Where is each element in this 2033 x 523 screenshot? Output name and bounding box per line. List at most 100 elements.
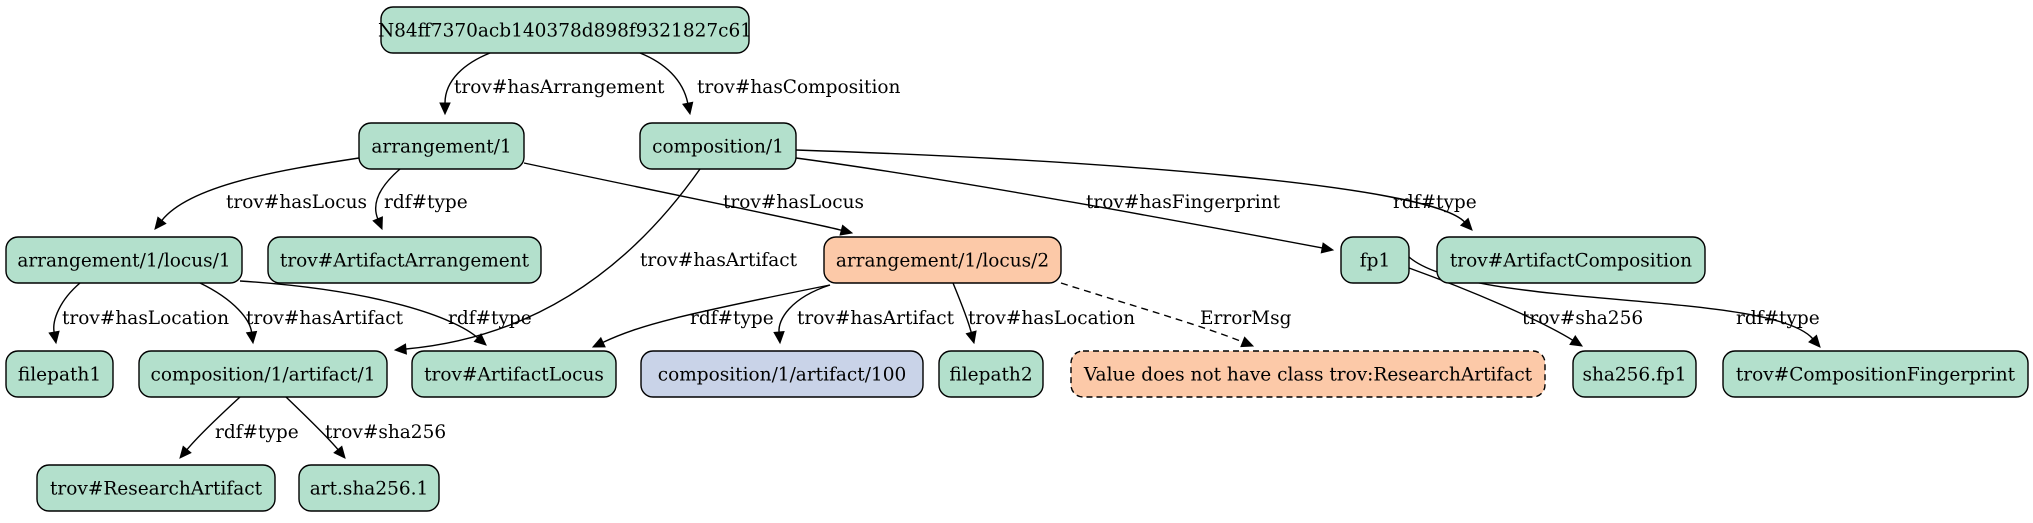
- node-label: trov#ArtifactArrangement: [280, 251, 530, 272]
- edge-line: [375, 168, 401, 220]
- edge-root-to-comp1: trov#hasComposition: [639, 52, 901, 116]
- node-box: [5, 236, 243, 284]
- edge-line: [53, 282, 81, 333]
- edge-line: [523, 162, 842, 231]
- edge-line: [405, 168, 701, 350]
- edge-label: trov#hasArtifact: [640, 250, 798, 271]
- nodes-layer: N84ff7370acb140378d898f9321827c61 arrange…: [5, 6, 2029, 512]
- node-artSha[interactable]: art.sha256.1: [298, 464, 440, 512]
- node-root[interactable]: N84ff7370acb140378d898f9321827c61: [378, 6, 752, 54]
- node-compFp[interactable]: trov#CompositionFingerprint: [1722, 350, 2029, 398]
- arrowhead-icon: [839, 224, 854, 236]
- edge-fp1-to-sha256fp1: trov#sha256: [1408, 267, 1643, 347]
- arrowhead-icon: [591, 336, 606, 348]
- arrowhead-icon: [439, 102, 451, 116]
- node-box: [823, 236, 1062, 284]
- edge-locus1-to-artLocus: rdf#type: [239, 280, 532, 346]
- edge-label: ErrorMsg: [1200, 308, 1292, 329]
- node-artLocus[interactable]: trov#ArtifactLocus: [411, 350, 617, 398]
- node-resArt[interactable]: trov#ResearchArtifact: [36, 464, 276, 512]
- node-art100[interactable]: composition/1/artifact/100: [640, 350, 924, 398]
- edge-root-to-arr1: trov#hasArrangement: [439, 52, 665, 116]
- node-box: [938, 350, 1044, 398]
- node-label: trov#ArtifactComposition: [1450, 251, 1692, 272]
- node-label: filepath2: [949, 365, 1032, 386]
- node-box: [5, 350, 114, 398]
- edge-label: rdf#type: [384, 192, 468, 213]
- node-box: [267, 236, 542, 284]
- node-box: [358, 122, 525, 170]
- edge-locus1-to-art1: trov#hasArtifact: [199, 282, 404, 345]
- edge-line: [639, 52, 689, 104]
- edge-locus2-to-artLocus: rdf#type: [591, 284, 831, 348]
- node-box: [298, 464, 440, 512]
- node-label: sha256.fp1: [1582, 365, 1686, 386]
- edge-arr1-to-locus2: trov#hasLocus: [523, 162, 864, 236]
- edge-comp1-to-fp1: trov#hasFingerprint: [795, 157, 1335, 254]
- node-filepath2[interactable]: filepath2: [938, 350, 1044, 398]
- arrowhead-icon: [773, 331, 785, 345]
- node-sha256fp1[interactable]: sha256.fp1: [1572, 350, 1697, 398]
- node-label: trov#ResearchArtifact: [50, 479, 263, 500]
- edge-art1-to-resArt: rdf#type: [179, 396, 299, 459]
- node-comp1[interactable]: composition/1: [639, 122, 797, 170]
- edge-label: rdf#type: [1736, 308, 1820, 329]
- node-label: fp1: [1360, 251, 1390, 272]
- node-errMsg[interactable]: Value does not have class trov:ResearchA…: [1070, 350, 1546, 398]
- node-locus1[interactable]: arrangement/1/locus/1: [5, 236, 243, 284]
- arrowhead-icon: [1320, 242, 1335, 254]
- node-box: [1070, 350, 1546, 398]
- node-label: trov#ArtifactLocus: [424, 365, 604, 386]
- arrowhead-icon: [179, 445, 192, 459]
- node-label: arrangement/1/locus/1: [17, 251, 230, 272]
- edge-label: trov#hasLocus: [226, 192, 367, 213]
- edge-label: trov#hasComposition: [697, 77, 901, 98]
- edge-art1-to-artSha: trov#sha256: [285, 396, 446, 459]
- arrowhead-icon: [682, 101, 694, 116]
- arrowhead-icon: [1569, 335, 1584, 347]
- node-box: [36, 464, 276, 512]
- node-filepath1[interactable]: filepath1: [5, 350, 114, 398]
- edge-line: [795, 149, 1465, 223]
- edge-label: trov#hasLocation: [968, 308, 1135, 329]
- edge-line: [199, 282, 253, 333]
- arrowhead-icon: [245, 330, 258, 345]
- edge-locus2-to-errMsg: ErrorMsg: [1060, 282, 1292, 348]
- node-label: N84ff7370acb140378d898f9321827c61: [378, 21, 752, 42]
- node-box: [640, 350, 924, 398]
- edge-arr1-to-artArr: rdf#type: [372, 168, 468, 231]
- edge-label: trov#sha256: [1522, 308, 1643, 329]
- edge-comp1-to-artComp: rdf#type: [795, 149, 1477, 231]
- edge-label: trov#hasLocation: [62, 308, 229, 329]
- edge-label: trov#hasArtifact: [246, 308, 404, 329]
- edge-line: [1060, 282, 1244, 343]
- edge-label: trov#hasArtifact: [797, 308, 955, 329]
- edge-line: [778, 284, 831, 333]
- edge-label: rdf#type: [215, 422, 299, 443]
- edge-line: [161, 157, 360, 221]
- node-fp1[interactable]: fp1: [1340, 236, 1410, 284]
- edge-locus1-to-filepath1: trov#hasLocation: [48, 282, 229, 345]
- edge-label: rdf#type: [1393, 192, 1477, 213]
- node-box: [380, 6, 750, 54]
- node-locus2[interactable]: arrangement/1/locus/2: [823, 236, 1062, 284]
- node-arr1[interactable]: arrangement/1: [358, 122, 525, 170]
- edge-line: [285, 396, 339, 450]
- node-label: composition/1/artifact/100: [658, 365, 907, 386]
- arrowhead-icon: [473, 333, 487, 346]
- edge-line: [444, 52, 491, 104]
- node-art1[interactable]: composition/1/artifact/1: [138, 350, 388, 398]
- node-label: art.sha256.1: [310, 479, 429, 500]
- arrowhead-icon: [154, 216, 167, 230]
- node-artArr[interactable]: trov#ArtifactArrangement: [267, 236, 542, 284]
- arrowhead-icon: [393, 343, 407, 355]
- node-label: arrangement/1/locus/2: [836, 251, 1049, 272]
- arrowhead-icon: [1240, 336, 1255, 348]
- edge-line: [1408, 267, 1574, 341]
- node-label: composition/1/artifact/1: [151, 365, 376, 386]
- node-artComp[interactable]: trov#ArtifactComposition: [1436, 236, 1706, 284]
- edge-label: trov#sha256: [325, 422, 446, 443]
- edge-locus2-to-filepath2: trov#hasLocation: [952, 282, 1135, 345]
- edge-line: [952, 282, 972, 333]
- node-box: [1436, 236, 1706, 284]
